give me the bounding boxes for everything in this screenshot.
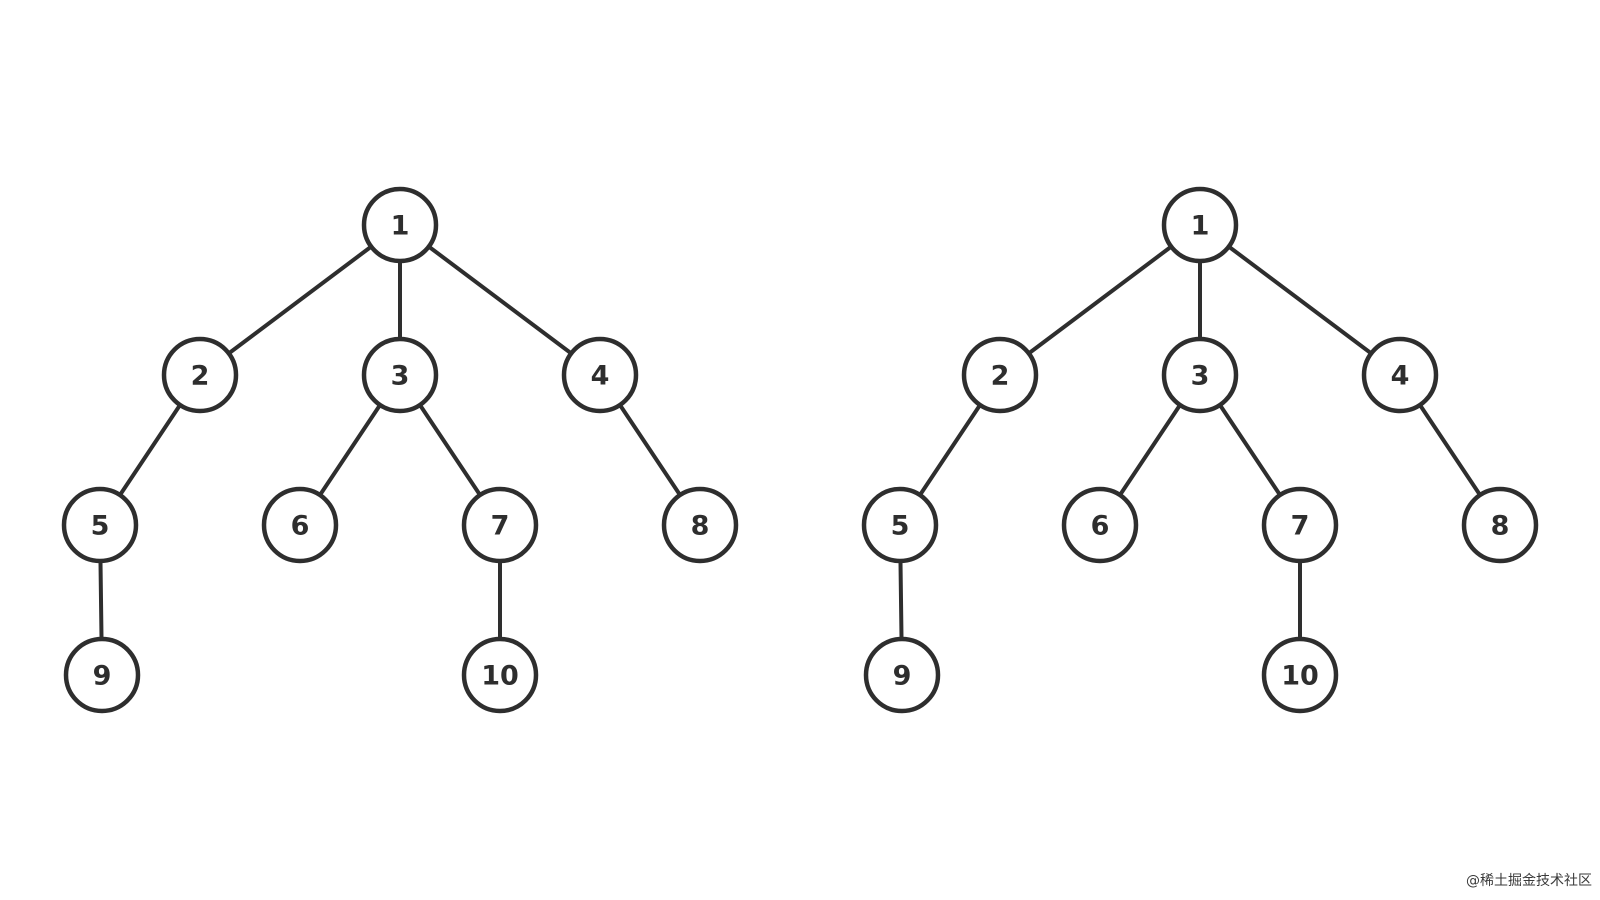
tree-node-1: 1 — [1161, 186, 1239, 264]
node-circle — [1261, 636, 1339, 714]
node-circle — [261, 486, 339, 564]
edge-1-2 — [1026, 244, 1174, 356]
tree-node-9: 9 — [863, 636, 941, 714]
edge-2-5 — [117, 402, 183, 498]
node-circle — [561, 336, 639, 414]
node-circle — [961, 336, 1039, 414]
node-circle — [461, 636, 539, 714]
tree-node-4: 4 — [1361, 336, 1439, 414]
node-circle — [661, 486, 739, 564]
node-label: 7 — [1291, 511, 1310, 542]
watermark-text: @稀土掘金技术社区 — [1466, 873, 1592, 889]
node-label: 6 — [1091, 511, 1110, 542]
node-label: 6 — [291, 511, 310, 542]
tree-node-9: 9 — [63, 636, 141, 714]
node-circle — [461, 486, 539, 564]
node-label: 5 — [91, 511, 110, 542]
tree-node-3: 3 — [1161, 336, 1239, 414]
node-circle — [61, 486, 139, 564]
tree-node-6: 6 — [1061, 486, 1139, 564]
tree-node-3: 3 — [361, 336, 439, 414]
node-label: 8 — [1491, 511, 1510, 542]
node-circle — [1161, 186, 1239, 264]
edge-3-7 — [417, 402, 483, 498]
node-label: 2 — [191, 361, 210, 392]
node-label: 3 — [391, 361, 410, 392]
node-circle — [361, 186, 439, 264]
node-label: 9 — [893, 661, 912, 692]
node-label: 10 — [481, 661, 519, 692]
edge-3-7 — [1217, 402, 1283, 498]
node-label: 8 — [691, 511, 710, 542]
edge-1-4 — [426, 244, 574, 356]
tree-node-7: 7 — [1261, 486, 1339, 564]
node-label: 4 — [591, 361, 610, 392]
edge-2-5 — [917, 402, 983, 498]
tree-node-2: 2 — [961, 336, 1039, 414]
node-label: 10 — [1281, 661, 1319, 692]
node-circle — [361, 336, 439, 414]
edge-5-9 — [98, 558, 104, 642]
node-circle — [1061, 486, 1139, 564]
node-label: 4 — [1391, 361, 1410, 392]
tree-node-10: 10 — [461, 636, 539, 714]
edge-3-6 — [1117, 402, 1183, 498]
edge-1-2 — [226, 244, 374, 356]
tree-node-10: 10 — [1261, 636, 1339, 714]
node-label: 3 — [1191, 361, 1210, 392]
tree-node-8: 8 — [1461, 486, 1539, 564]
tree-node-4: 4 — [561, 336, 639, 414]
node-label: 7 — [491, 511, 510, 542]
node-circle — [1461, 486, 1539, 564]
node-label: 5 — [891, 511, 910, 542]
node-circle — [1361, 336, 1439, 414]
tree-node-5: 5 — [61, 486, 139, 564]
edge-4-8 — [617, 402, 683, 498]
tree-2: 1 2 3 4 5 6 7 8 9 10 — [861, 186, 1539, 714]
tree-node-6: 6 — [261, 486, 339, 564]
node-circle — [1261, 486, 1339, 564]
edge-3-6 — [317, 402, 383, 498]
tree-node-8: 8 — [661, 486, 739, 564]
node-label: 1 — [1191, 211, 1210, 242]
node-label: 1 — [391, 211, 410, 242]
node-circle — [861, 486, 939, 564]
node-circle — [863, 636, 941, 714]
node-circle — [63, 636, 141, 714]
tree-node-5: 5 — [861, 486, 939, 564]
tree-node-2: 2 — [161, 336, 239, 414]
node-label: 9 — [93, 661, 112, 692]
tree-node-1: 1 — [361, 186, 439, 264]
node-circle — [1161, 336, 1239, 414]
edge-4-8 — [1417, 402, 1483, 498]
edge-5-9 — [898, 558, 904, 642]
node-circle — [161, 336, 239, 414]
tree-1: 1 2 3 4 5 6 7 8 9 10 — [61, 186, 739, 714]
node-label: 2 — [991, 361, 1010, 392]
tree-node-7: 7 — [461, 486, 539, 564]
edge-1-4 — [1226, 244, 1374, 356]
